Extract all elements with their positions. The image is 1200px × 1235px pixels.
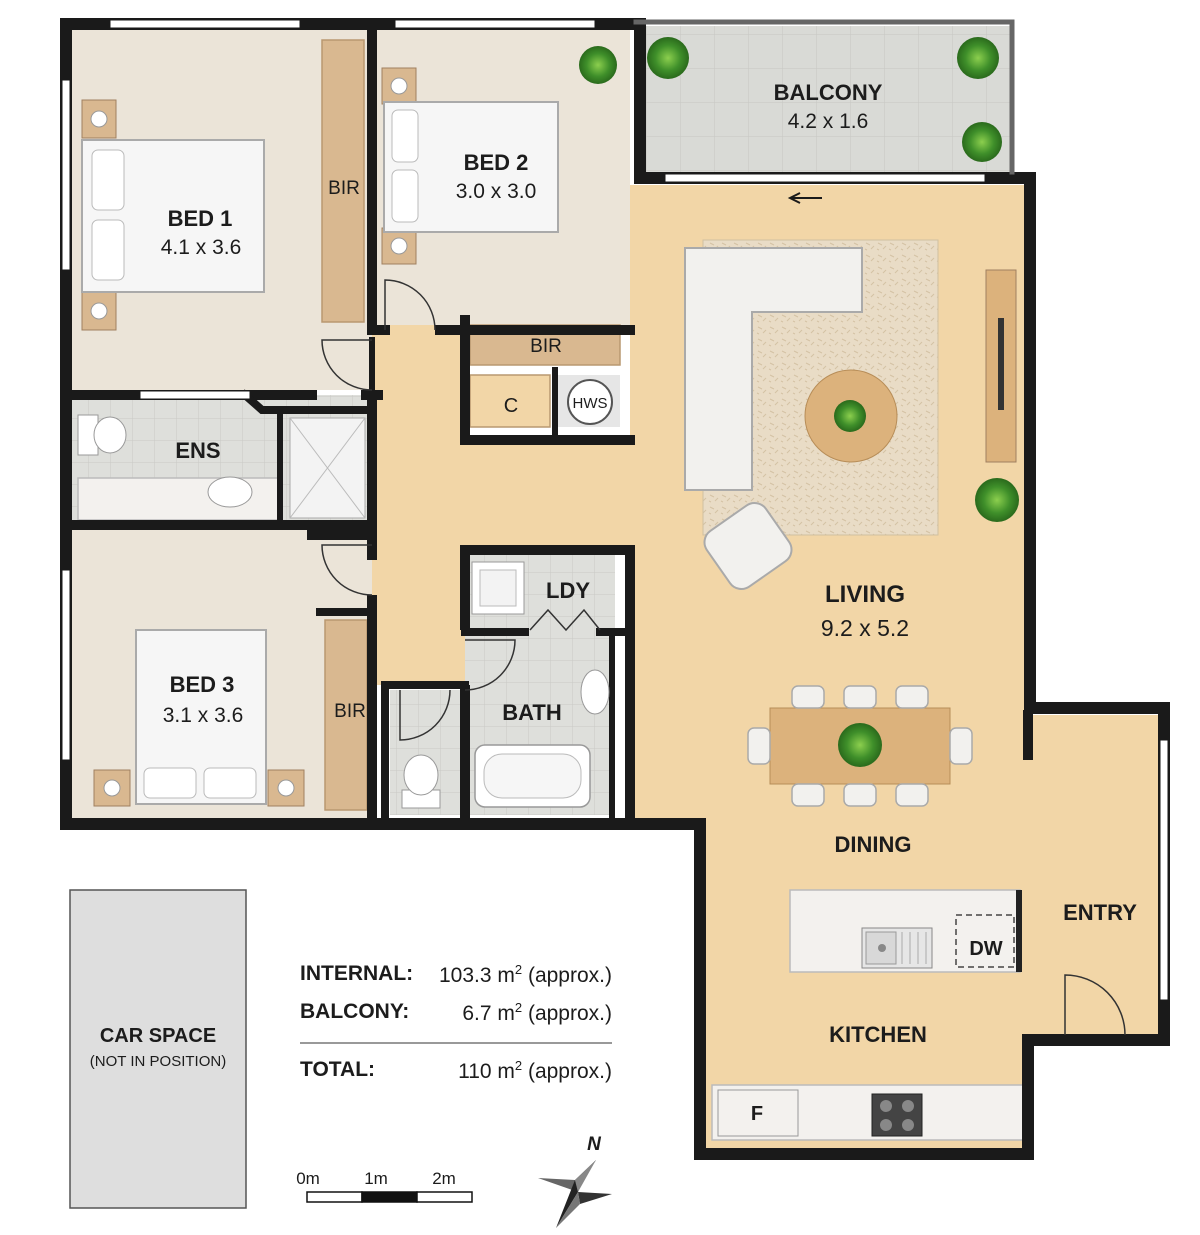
bed2-furniture <box>381 67 559 265</box>
area-row-internal: INTERNAL: 103.3 m2 (approx.) <box>300 962 612 1000</box>
area-total-label: TOTAL: <box>300 1058 376 1081</box>
living-label: LIVING <box>825 581 905 608</box>
compass-north-label: N <box>587 1134 602 1155</box>
balcony-floor <box>640 26 1012 178</box>
area-balcony-note: (approx.) <box>522 1002 612 1025</box>
sliding-door-arrow <box>787 192 822 204</box>
windows <box>61 19 1169 1001</box>
dishwasher-label: DW <box>969 938 1002 960</box>
balcony-dims: 4.2 x 1.6 <box>788 110 869 133</box>
bath-label: BATH <box>502 700 561 725</box>
car-space-label: CAR SPACE <box>100 1025 216 1047</box>
bed3-dims: 3.1 x 3.6 <box>163 704 244 727</box>
hall-floor <box>372 325 630 685</box>
bed3-furniture <box>93 629 305 807</box>
bir3-label: BIR <box>334 701 366 722</box>
bath-fixtures <box>401 379 613 809</box>
bed2-label: BED 2 <box>464 150 529 175</box>
bed1-furniture <box>81 99 265 331</box>
bir2-label: BIR <box>530 336 562 357</box>
area-total-note: (approx.) <box>522 1060 612 1083</box>
scale-bar <box>306 1191 473 1203</box>
kitchen-fixtures <box>717 890 1022 1137</box>
fridge-label: F <box>751 1103 763 1125</box>
ensuite-label: ENS <box>175 438 220 463</box>
bed1-dims: 4.1 x 3.6 <box>161 236 242 259</box>
area-balcony-sup: 2 <box>514 1000 523 1015</box>
dining-label: DINING <box>835 832 912 857</box>
area-total-sup: 2 <box>514 1058 523 1073</box>
kitchen-label: KITCHEN <box>829 1022 927 1047</box>
area-internal-sup: 2 <box>514 962 523 977</box>
area-internal-note: (approx.) <box>522 964 612 987</box>
scale-tick-0: 0m <box>296 1169 320 1188</box>
cupboard <box>469 374 551 428</box>
door-swings <box>321 279 1126 1036</box>
entry-label: ENTRY <box>1063 900 1137 925</box>
compass-icon <box>538 1160 612 1228</box>
cupboard-label: C <box>504 395 518 417</box>
area-total-number: 110 m <box>458 1060 515 1083</box>
area-balcony-label: BALCONY: <box>300 1000 410 1023</box>
hws-label: HWS <box>573 395 608 412</box>
area-internal-number: 103.3 m <box>439 964 515 987</box>
scale-tick-1: 1m <box>364 1169 388 1188</box>
bed1-label: BED 1 <box>168 206 233 231</box>
balcony-label: BALCONY <box>774 80 883 105</box>
area-internal-value: 103.3 m2 (approx.) <box>439 962 612 988</box>
area-row-total: TOTAL: 110 m2 (approx.) <box>300 1058 612 1096</box>
bed3-label: BED 3 <box>170 672 235 697</box>
bir1-label: BIR <box>328 178 360 199</box>
area-schedule: INTERNAL: 103.3 m2 (approx.) BALCONY: 6.… <box>300 962 612 1096</box>
scale-tick-2: 2m <box>432 1169 456 1188</box>
area-internal-label: INTERNAL: <box>300 962 414 985</box>
area-total-value: 110 m2 (approx.) <box>458 1058 612 1084</box>
laundry-label: LDY <box>546 578 590 603</box>
bed2-dims: 3.0 x 3.0 <box>456 180 537 203</box>
area-row-balcony: BALCONY: 6.7 m2 (approx.) <box>300 1000 612 1038</box>
bir3-robe <box>324 619 368 811</box>
car-space <box>69 889 247 1209</box>
area-balcony-number: 6.7 m <box>462 1002 515 1025</box>
bir1-robe <box>321 39 365 323</box>
area-balcony-value: 6.7 m2 (approx.) <box>462 1000 612 1026</box>
living-dims: 9.2 x 5.2 <box>821 615 909 641</box>
plants <box>579 37 1019 767</box>
car-space-note: (NOT IN POSITION) <box>90 1053 226 1070</box>
ensuite-fixtures <box>77 414 366 519</box>
